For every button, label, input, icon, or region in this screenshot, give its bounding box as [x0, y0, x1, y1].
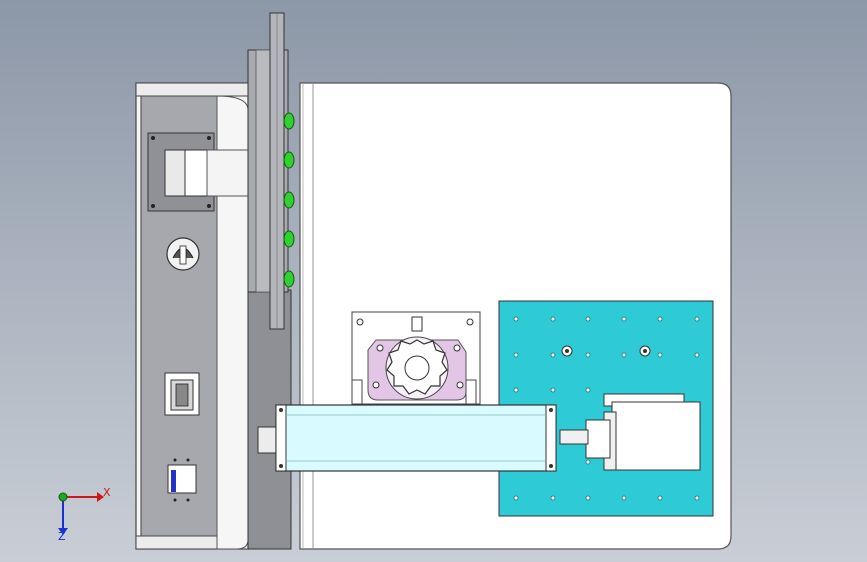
- panel-connector: [164, 372, 200, 416]
- axis-x-label: X: [103, 486, 111, 499]
- axis-z-label: Z: [58, 530, 66, 543]
- gear-mount: [351, 311, 481, 405]
- axis-triad: [58, 492, 104, 535]
- indicator-lights: [283, 112, 295, 288]
- panel-switch: [167, 458, 197, 502]
- indicator-light: [283, 230, 295, 248]
- motor-block: [559, 393, 701, 471]
- indicator-light: [283, 191, 295, 209]
- pneumatic-cylinder: [257, 404, 557, 472]
- round-knob: [166, 237, 200, 271]
- indicator-light: [283, 270, 295, 288]
- indicator-light: [283, 112, 295, 130]
- indicator-light: [283, 151, 295, 169]
- sensor-window: [147, 132, 250, 212]
